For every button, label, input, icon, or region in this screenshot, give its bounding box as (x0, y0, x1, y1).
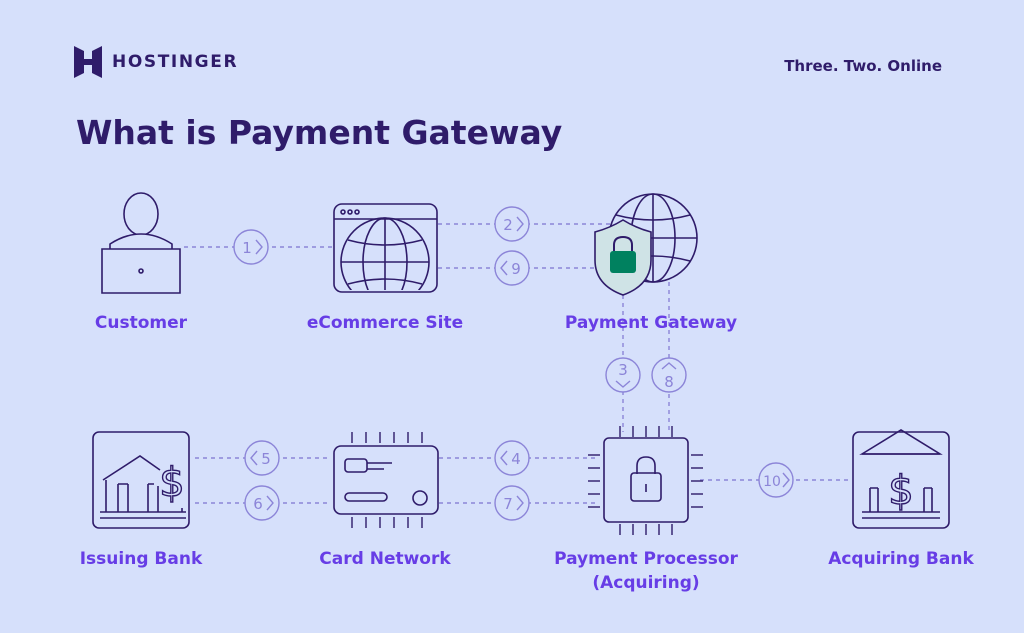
svg-text:10: 10 (763, 474, 781, 490)
svg-text:3: 3 (618, 361, 628, 379)
acquiring-bank-icon: $ (852, 429, 950, 529)
brand-tagline: Three. Two. Online (784, 57, 942, 75)
svg-text:7: 7 (503, 495, 513, 513)
svg-text:2: 2 (503, 216, 513, 234)
svg-text:4: 4 (511, 450, 521, 468)
step-10-badge: 10 (758, 462, 794, 498)
svg-text:1: 1 (242, 239, 252, 257)
ecommerce-site-icon (333, 203, 438, 293)
svg-text:8: 8 (664, 373, 674, 391)
step-6-badge: 6 (244, 485, 280, 521)
step-2-badge: 2 (494, 206, 530, 242)
step-5-badge: 5 (244, 440, 280, 476)
step-4-badge: 4 (494, 440, 530, 476)
step-8-badge: 8 (651, 357, 687, 393)
lock-icon (610, 251, 636, 273)
acquiring-bank-label: Acquiring Bank (828, 549, 974, 569)
step-7-badge: 7 (494, 485, 530, 521)
svg-text:9: 9 (511, 260, 521, 278)
ecommerce-site-label: eCommerce Site (306, 313, 464, 333)
payment-processor-icon (588, 426, 703, 535)
page-title: What is Payment Gateway (76, 113, 563, 152)
customer-label: Customer (94, 313, 188, 333)
payment-gateway-label: Payment Gateway (564, 313, 738, 333)
step-1-badge: 1 (233, 229, 269, 265)
svg-text:5: 5 (261, 450, 271, 468)
payment-processor-label-line1: Payment Processor (554, 549, 738, 569)
issuing-bank-label: Issuing Bank (79, 549, 203, 569)
payment-processor-label-line2: (Acquiring) (592, 573, 700, 593)
svg-text:$: $ (888, 468, 913, 514)
svg-text:$: $ (159, 460, 184, 506)
hostinger-logo-icon (74, 46, 102, 78)
customer-icon (101, 192, 181, 294)
step-badges: 1 2 9 3 8 (233, 206, 794, 521)
step-3-badge: 3 (605, 357, 641, 393)
card-network-label: Card Network (319, 549, 451, 569)
step-9-badge: 9 (494, 250, 530, 286)
svg-text:6: 6 (253, 495, 263, 513)
brand-name: HOSTINGER (112, 52, 239, 72)
issuing-bank-icon: $ (92, 431, 190, 529)
payment-gateway-icon (594, 193, 698, 296)
card-network-icon (333, 432, 439, 528)
payment-processor-label: Payment Processor (Acquiring) (531, 547, 761, 595)
brand-logo: HOSTINGER (74, 46, 238, 78)
